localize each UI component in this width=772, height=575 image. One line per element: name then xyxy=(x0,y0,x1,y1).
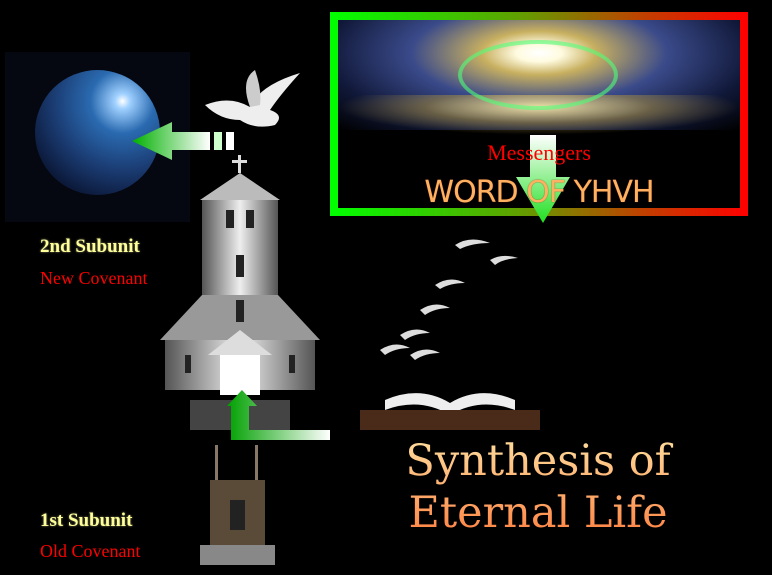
up-arrow-icon xyxy=(227,390,330,440)
halo-ring xyxy=(458,40,618,110)
word-of-yhvh-title: WORD OF YHVH xyxy=(424,175,654,210)
second-subunit-subtitle: New Covenant xyxy=(40,268,148,288)
first-subunit-subtitle: Old Covenant xyxy=(40,541,141,561)
down-arrow-icon xyxy=(516,135,570,223)
second-subunit-title: 2nd Subunit xyxy=(40,236,140,257)
left-arrow-icon xyxy=(132,122,234,160)
messengers-label: Messengers xyxy=(487,140,591,165)
synthesis-title: Synthesis of Eternal Life xyxy=(318,435,758,539)
dove-icon xyxy=(205,70,300,127)
word-of-yhvh-frame xyxy=(330,12,748,216)
first-subunit-title: 1st Subunit xyxy=(40,510,133,531)
earth-image xyxy=(35,70,160,195)
cathedral-image xyxy=(200,445,275,565)
church-image xyxy=(160,155,320,430)
open-book-image xyxy=(360,239,540,430)
